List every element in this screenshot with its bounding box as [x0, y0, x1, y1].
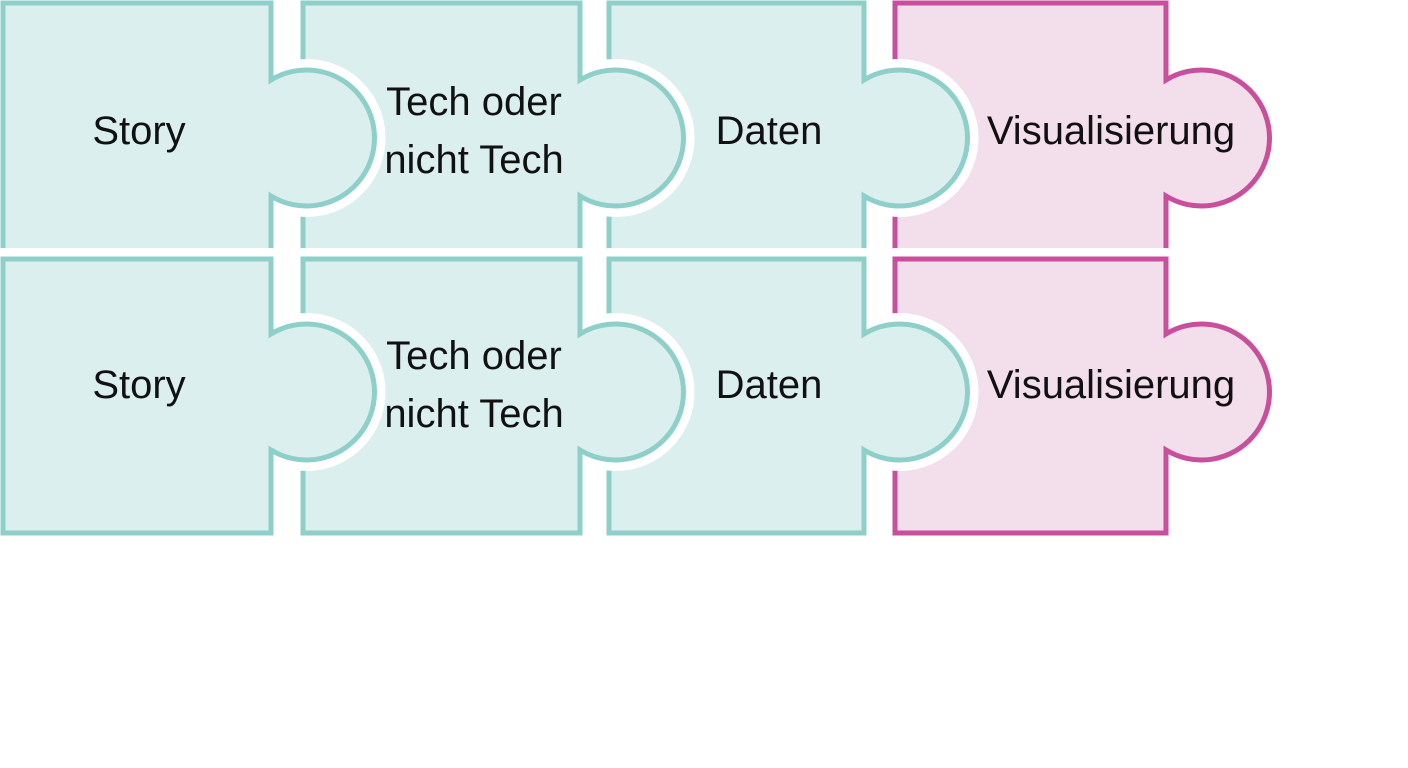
puzzle-piece-shape	[892, 0, 1272, 257]
puzzle-piece-shape	[606, 256, 970, 536]
puzzle-piece-shape	[0, 256, 377, 536]
puzzle-row-1: Visualisierung Daten Tech oder nicht Tech St…	[0, 0, 1281, 265]
puzzle-piece-shape	[0, 0, 377, 257]
puzzle-label-line: nicht Tech	[384, 138, 563, 182]
puzzle-piece-visualisierung: Visualisierung	[884, 248, 1281, 544]
puzzle-piece-shape	[300, 256, 686, 536]
puzzle-piece-teal: Story	[0, 248, 386, 544]
puzzle-piece-shape	[892, 256, 1272, 536]
puzzle-piece-visualisierung: Visualisierung	[884, 0, 1281, 265]
puzzle-piece-teal: Story	[0, 0, 386, 265]
puzzle-label-line: Tech oder	[386, 334, 562, 378]
puzzle-label-line: Visualisierung	[987, 109, 1235, 153]
puzzle-label-line: Tech oder	[386, 80, 562, 124]
puzzle-piece-shape	[300, 0, 686, 257]
puzzle-piece-teal: Tech oder nicht Tech	[292, 248, 695, 544]
puzzle-label-line: Story	[92, 363, 185, 407]
puzzle-piece-teal: Daten	[598, 248, 979, 544]
puzzle-piece-shape	[606, 0, 970, 257]
puzzle-row-2: Visualisierung Daten Tech oder nicht Tech St…	[0, 248, 1281, 544]
puzzle-label-line: Visualisierung	[987, 363, 1235, 407]
puzzle-label-line: Story	[92, 109, 185, 153]
puzzle-label-line: nicht Tech	[384, 392, 563, 436]
puzzle-piece-teal: Tech oder nicht Tech	[292, 0, 695, 265]
puzzle-piece-teal: Daten	[598, 0, 979, 265]
puzzle-label-line: Daten	[716, 363, 823, 407]
puzzle-label-line: Daten	[716, 109, 823, 153]
